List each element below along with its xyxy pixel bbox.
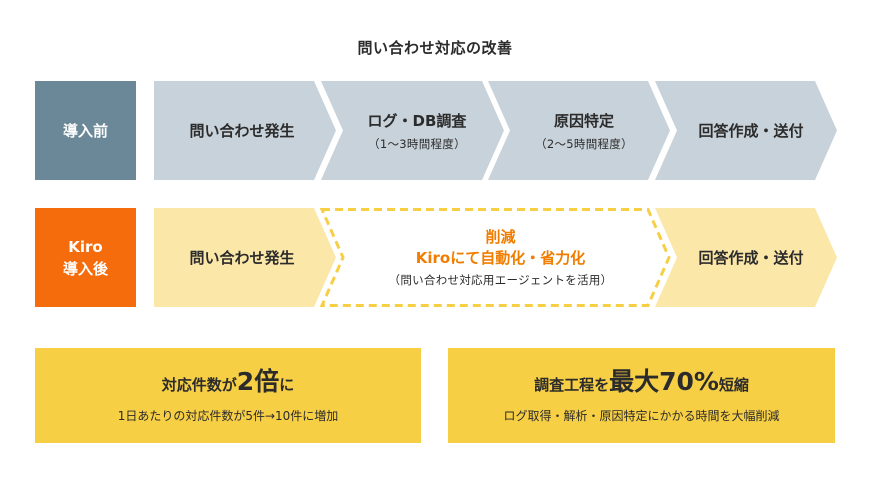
- reduce-step: 削減 Kiroにて自動化・省力化 （問い合わせ対応用エージェントを活用）: [338, 208, 663, 307]
- reduce-main: Kiroにて自動化・省力化: [415, 249, 586, 267]
- before-step-1: 問い合わせ発生: [154, 81, 330, 180]
- before-step-4-title: 回答作成・送付: [698, 122, 804, 140]
- result-capacity-post: に: [279, 375, 295, 394]
- before-step-1-title: 問い合わせ発生: [189, 122, 295, 140]
- before-step-4-shape: [655, 81, 837, 180]
- after-step-3-shape: [655, 208, 837, 307]
- after-step-1-shape: [154, 208, 336, 307]
- after-label: Kiro 導入後: [35, 208, 136, 307]
- before-step-4: 回答作成・送付: [672, 81, 830, 180]
- before-step-2-shape: [321, 81, 504, 180]
- before-step-2-title: ログ・DB調査: [367, 111, 467, 130]
- result-box-time: 調査工程を最大70%短縮 ログ取得・解析・原因特定にかかる時間を大幅削減: [448, 348, 835, 443]
- before-label-text: 導入前: [62, 121, 108, 140]
- before-label: 導入前: [35, 81, 136, 180]
- result-capacity-big: 2倍: [236, 366, 280, 396]
- before-step-3-title: 原因特定: [553, 111, 614, 130]
- after-step-3-title: 回答作成・送付: [698, 249, 804, 267]
- result-time-post: 短縮: [718, 375, 749, 394]
- reduce-title: 削減: [485, 228, 516, 246]
- after-label-line2: 導入後: [62, 259, 108, 278]
- result-capacity-pre: 対応件数が: [161, 375, 237, 394]
- diagram-title: 問い合わせ対応の改善: [357, 39, 513, 57]
- after-step-1-title: 問い合わせ発生: [189, 249, 295, 267]
- reduce-sub: （問い合わせ対応用エージェントを活用）: [388, 273, 613, 287]
- result-time-desc: ログ取得・解析・原因特定にかかる時間を大幅削減: [503, 408, 780, 423]
- before-step-3-shape: [488, 81, 670, 180]
- result-capacity-desc: 1日あたりの対応件数が5件→10件に増加: [117, 408, 339, 423]
- result-time-headline: 調査工程を最大70%短縮: [534, 366, 749, 399]
- before-step-2: ログ・DB調査 （1〜3時間程度）: [338, 81, 496, 180]
- before-step-2-sub: （1〜3時間程度）: [368, 136, 466, 151]
- after-step-1: 問い合わせ発生: [154, 208, 330, 307]
- result-box-capacity: 対応件数が2倍に 1日あたりの対応件数が5件→10件に増加: [35, 348, 421, 443]
- result-capacity-headline: 対応件数が2倍に: [161, 366, 295, 399]
- after-step-3: 回答作成・送付: [672, 208, 830, 307]
- before-step-3-sub: （2〜5時間程度）: [535, 136, 633, 151]
- after-label-line1: Kiro: [68, 237, 103, 256]
- result-time-big: 最大70%: [609, 366, 719, 396]
- before-step-1-shape: [154, 81, 336, 180]
- before-step-3: 原因特定 （2〜5時間程度）: [505, 81, 663, 180]
- result-time-pre: 調査工程を: [534, 375, 610, 394]
- reduce-step-shape: [319, 208, 671, 307]
